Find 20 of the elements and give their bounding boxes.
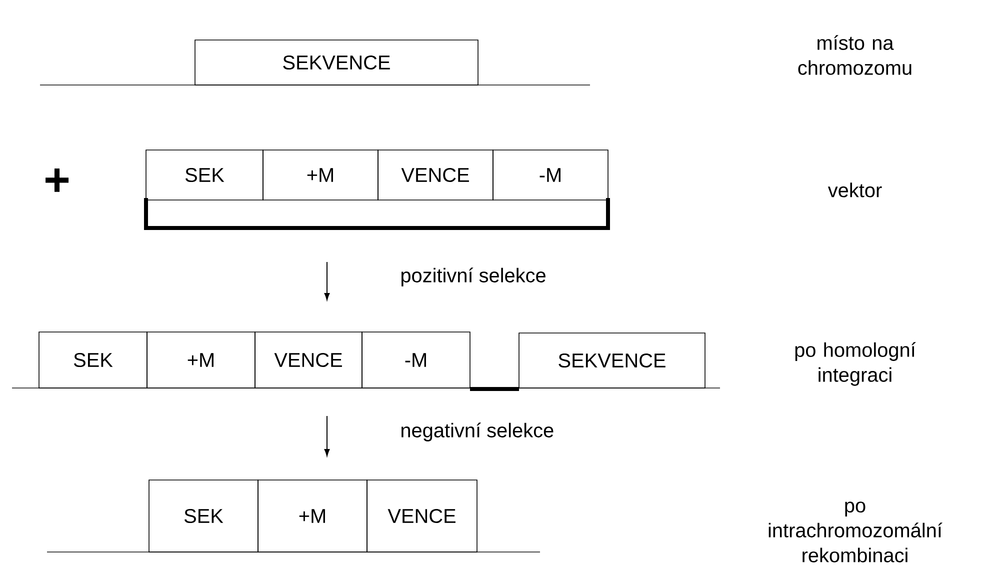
plus-sign: + (46, 168, 69, 192)
sequence-box: +M (262, 150, 378, 200)
step-label: negativní selekce (402, 422, 554, 442)
sequence-box: VENCE (378, 150, 494, 200)
sequence-box: SEKVENCE (194, 40, 478, 86)
sequence-box: -M (362, 332, 470, 388)
sequence-box: SEK (146, 150, 264, 200)
step-label: pozitivní selekce (401, 268, 546, 286)
sequence-box: +M (146, 332, 256, 388)
sequence-box: -M (492, 150, 608, 200)
stage-caption: po homologní integraci (795, 342, 916, 386)
sequence-box: VENCE (366, 480, 478, 552)
stage-caption: místo na chromozomu (798, 35, 912, 75)
sequence-box: +M (258, 480, 368, 552)
stage-caption: po intrachromozomální rekombinaci (768, 502, 942, 562)
sequence-box: SEKVENCE (518, 332, 706, 388)
sequence-box: SEK (148, 480, 258, 552)
sequence-box: SEK (38, 332, 148, 388)
stage-caption: vektor (828, 182, 882, 198)
sequence-box: VENCE (254, 332, 362, 388)
